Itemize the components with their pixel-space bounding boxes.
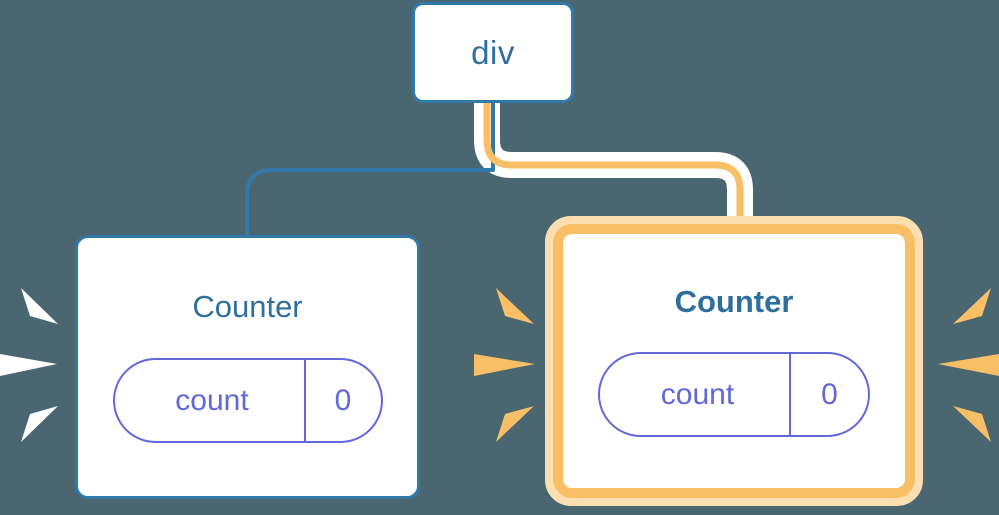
node-div[interactable]: div <box>412 2 574 103</box>
sparkle-middle-icon <box>466 280 538 450</box>
counter-right-state-pill: count 0 <box>598 352 870 437</box>
node-counter-left[interactable]: Counter count 0 <box>75 235 420 499</box>
sparkle-left-outer-icon <box>0 280 64 450</box>
sparkle-right-outer-icon <box>930 280 999 450</box>
edge-div-to-counter-right <box>483 103 744 232</box>
node-counter-right[interactable]: Counter count 0 <box>553 224 915 498</box>
counter-left-state-value: 0 <box>303 360 381 441</box>
counter-right-state-key: count <box>660 377 735 411</box>
edge-div-to-counter-left <box>245 103 495 240</box>
counter-right-title: Counter <box>674 284 794 319</box>
counter-left-title: Counter <box>192 289 303 324</box>
edge-halo-div-to-counter-right <box>474 103 753 228</box>
counter-right-state-value: 0 <box>789 354 868 435</box>
counter-left-state-key: count <box>175 383 249 417</box>
counter-left-state-pill: count 0 <box>112 358 383 443</box>
node-counter-right-highlight-ring: Counter count 0 <box>545 216 923 506</box>
node-div-label: div <box>471 34 515 71</box>
